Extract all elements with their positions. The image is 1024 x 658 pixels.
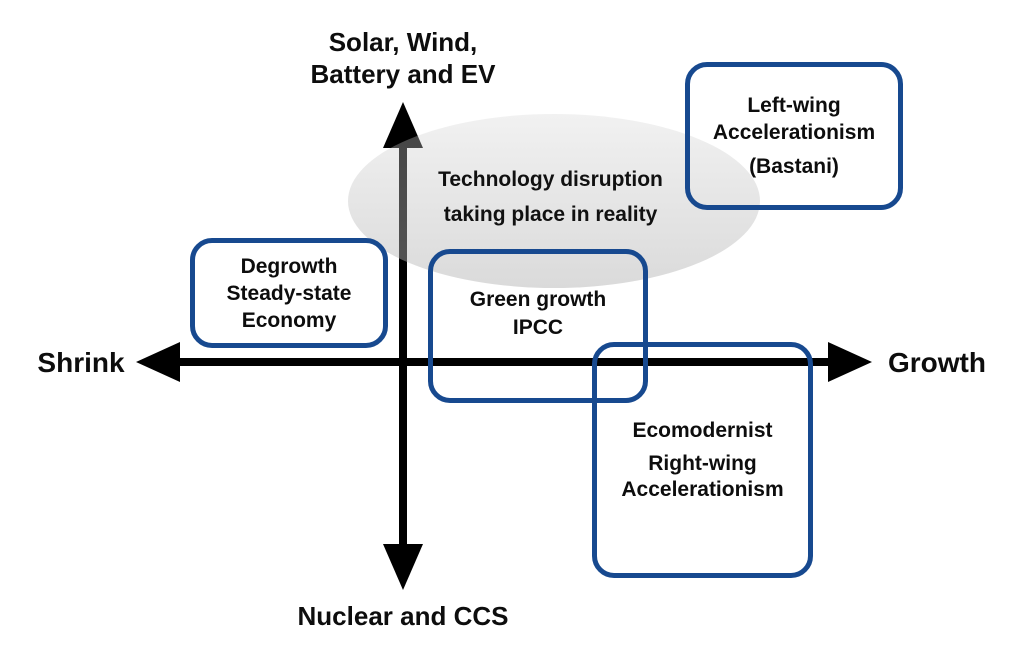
x-axis-arrowhead-right-icon	[828, 342, 872, 382]
note-line-1: Technology disruption	[438, 168, 663, 191]
y-axis-arrowhead-up-icon	[383, 102, 423, 148]
x-axis-line	[158, 358, 836, 366]
box-ecomodernist-right-wing: Ecomodernist Right-wing Accelerationism	[592, 342, 813, 578]
y-axis-arrowhead-down-icon	[383, 544, 423, 590]
box-degrowth-steady-state: Degrowth Steady-state Economy	[190, 238, 388, 348]
box-degrowth-line-2: Steady-state	[226, 281, 352, 305]
box-degrowth-line-1: Degrowth	[240, 254, 338, 278]
x-axis-right-label: Growth	[888, 347, 986, 378]
box-left-wing-line-2: Accelerationism	[712, 121, 876, 144]
y-axis-top-label-line-1: Solar, Wind,	[328, 27, 478, 57]
x-axis-left-label: Shrink	[37, 347, 125, 378]
box-green-growth-ipcc: Green growth IPCC	[428, 249, 648, 403]
y-axis-top-label: Solar, Wind, Battery and EV	[243, 26, 563, 90]
box-ecomodernist-line-3: Accelerationism	[621, 477, 784, 501]
y-axis-top-label-line-2: Battery and EV	[310, 59, 496, 89]
technology-disruption-note: Technology disruption taking place in re…	[408, 162, 693, 232]
box-ecomodernist-line-2: Right-wing	[648, 451, 757, 475]
box-left-wing-line-1: Left-wing	[747, 94, 841, 117]
note-line-2: taking place in reality	[443, 203, 658, 226]
box-green-growth-line-2: IPCC	[512, 316, 564, 339]
y-axis-bottom-label: Nuclear and CCS	[297, 601, 509, 631]
y-axis-line	[399, 138, 407, 552]
box-left-wing-line-3: (Bastani)	[749, 155, 839, 178]
box-ecomodernist-line-1: Ecomodernist	[632, 418, 773, 442]
box-left-wing-accelerationism: Left-wing Accelerationism (Bastani)	[685, 62, 903, 210]
box-green-growth-line-1: Green growth	[469, 288, 607, 311]
box-degrowth-line-3: Economy	[241, 308, 337, 332]
x-axis-arrowhead-left-icon	[136, 342, 180, 382]
